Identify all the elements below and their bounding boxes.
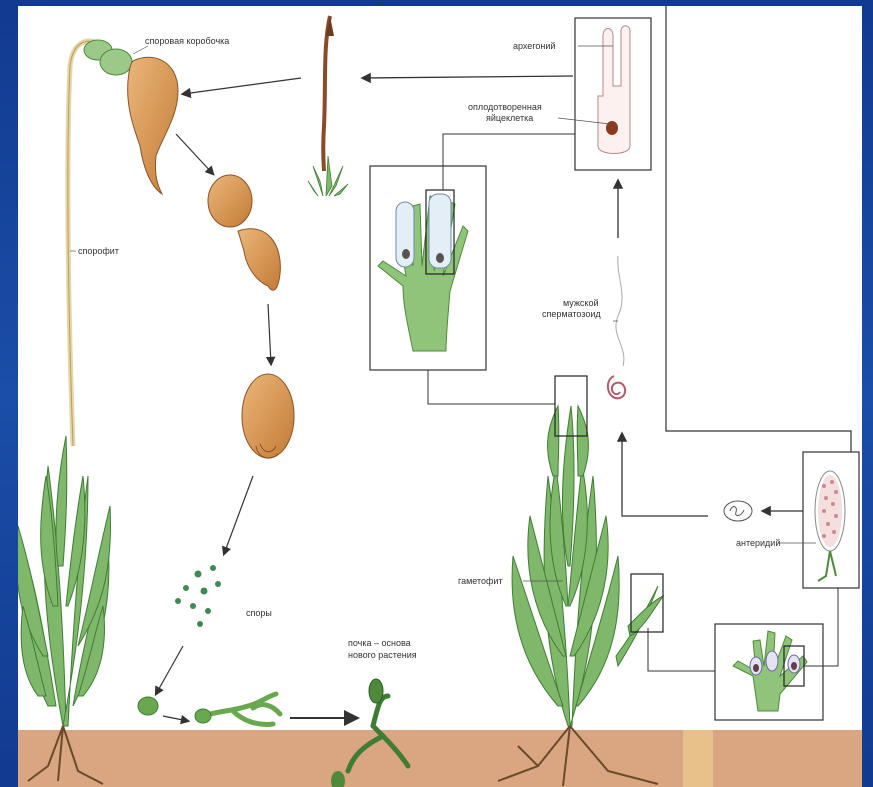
right-gametophyte-plant: гаметофит	[458, 376, 663, 786]
label-spores: споры	[246, 608, 272, 618]
label-fertilized-egg-1: оплодотворенная	[468, 102, 542, 112]
label-antheridium: антеридий	[736, 538, 780, 548]
label-capsule: споровая коробочка	[145, 36, 229, 46]
capsule-stage-1	[208, 175, 252, 227]
capsule-stage-2	[238, 229, 280, 290]
soil-highlight	[683, 730, 713, 787]
label-sporophyte: спорофит	[78, 246, 119, 256]
spores	[175, 565, 221, 627]
male-branch-box	[648, 588, 838, 720]
left-gametophyte-leaves	[18, 436, 111, 726]
antheridium-box: антеридий	[724, 452, 859, 588]
label-sperm-2: сперматозоид	[542, 309, 601, 319]
diagram-panel: споровая коробочка спорофит	[18, 6, 862, 787]
archegonium-box: архегоний оплодотворенная яйцеклетка	[468, 18, 651, 170]
label-sperm-1: мужской	[563, 298, 598, 308]
moss-life-cycle-diagram: споровая коробочка спорофит	[18, 6, 862, 787]
left-moss-plant: споровая коробочка спорофит	[18, 36, 229, 784]
right-gametophyte-leaves	[512, 406, 663, 726]
label-gametophyte: гаметофит	[458, 576, 503, 586]
label-archegonium: архегоний	[513, 41, 555, 51]
capsule-stage-3	[242, 374, 294, 458]
sporophyte-stalk	[68, 41, 103, 446]
capsule-sequence	[176, 134, 294, 554]
soil	[18, 730, 862, 787]
label-bud-line1: почка – основа	[348, 638, 411, 648]
label-fertilized-egg-2: яйцеклетка	[486, 113, 533, 123]
female-branch-box	[370, 134, 575, 370]
label-bud-line2: нового растения	[348, 650, 417, 660]
spore-capsule	[84, 40, 178, 194]
